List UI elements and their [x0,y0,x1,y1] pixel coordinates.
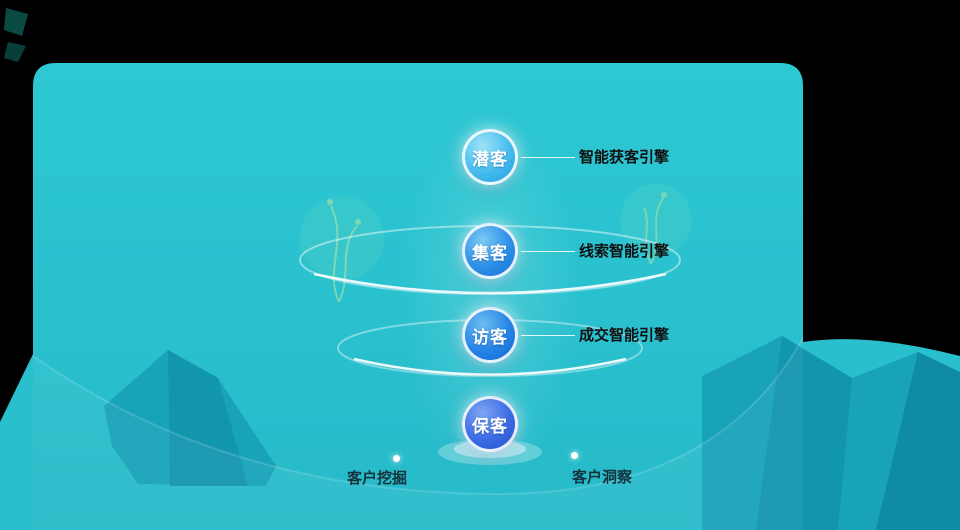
engine-label-2: 线索智能引擎 [579,242,670,260]
stage-label: 集客 [472,243,508,264]
plant-decoration-left [327,199,361,303]
stage-label: 潜客 [472,149,508,170]
left-wave-wedge [0,354,33,530]
wave-band [33,338,803,530]
footer-label-insight: 客户洞察 [572,468,633,486]
plant-decoration-right [643,192,667,265]
engine-label-3: 成交智能引擎 [579,326,670,344]
marker-dot-icon [393,455,400,462]
engine-label-1: 智能获客引擎 [579,148,670,166]
footer-label-mining: 客户挖掘 [347,469,408,487]
connector-line-1 [521,157,575,158]
connector-line-2 [521,251,575,252]
marker-dot-icon [571,452,578,459]
funnel-stage-bubble-4: 保客 [462,396,518,452]
connector-line-3 [521,335,575,336]
glow-spot-right [620,184,692,256]
wave-line [32,337,804,496]
funnel-stage-bubble-1: 潜客 [462,129,518,185]
right-mountain [702,336,960,530]
stage-label: 保客 [472,416,508,437]
stage-label: 访客 [472,327,508,348]
left-mountain [104,350,276,486]
funnel-stage-bubble-2: 集客 [462,223,518,279]
funnel-stage-bubble-3: 访客 [462,307,518,363]
corner-decoration [4,8,28,62]
glow-spot-left [300,196,384,280]
